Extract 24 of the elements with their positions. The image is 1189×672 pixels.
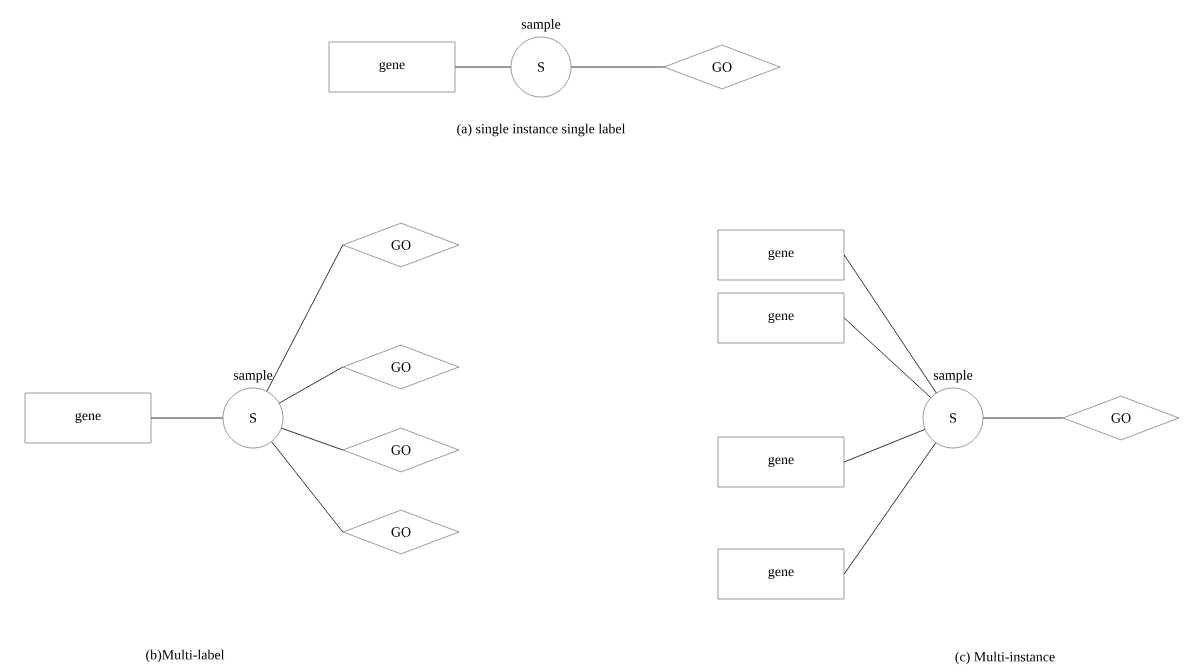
- gene-box: gene: [717, 548, 845, 600]
- gene-box: gene: [717, 436, 845, 488]
- sample-label: sample: [233, 369, 273, 383]
- connector-line: [982, 417, 1064, 419]
- caption: (a) single instance single label: [457, 123, 626, 137]
- connector-line: [843, 428, 926, 463]
- sample-label: sample: [933, 369, 973, 383]
- connector-line: [454, 66, 512, 68]
- gene-box: gene: [717, 292, 845, 344]
- caption: (c) Multi-instance: [955, 651, 1055, 665]
- sample-label: sample: [521, 18, 561, 32]
- connector-line: [843, 317, 932, 398]
- gene-box: gene: [328, 41, 456, 93]
- connector-line: [843, 442, 937, 575]
- connector-line: [266, 244, 344, 392]
- connector-line: [281, 427, 344, 451]
- gene-box: gene: [24, 392, 152, 444]
- connector-line: [271, 441, 344, 533]
- caption: (b)Multi-label: [146, 649, 225, 663]
- gene-box: gene: [717, 229, 845, 281]
- connector-line: [570, 66, 665, 68]
- connector-line: [843, 254, 937, 394]
- connector-line: [150, 417, 224, 419]
- connector-line: [278, 366, 344, 404]
